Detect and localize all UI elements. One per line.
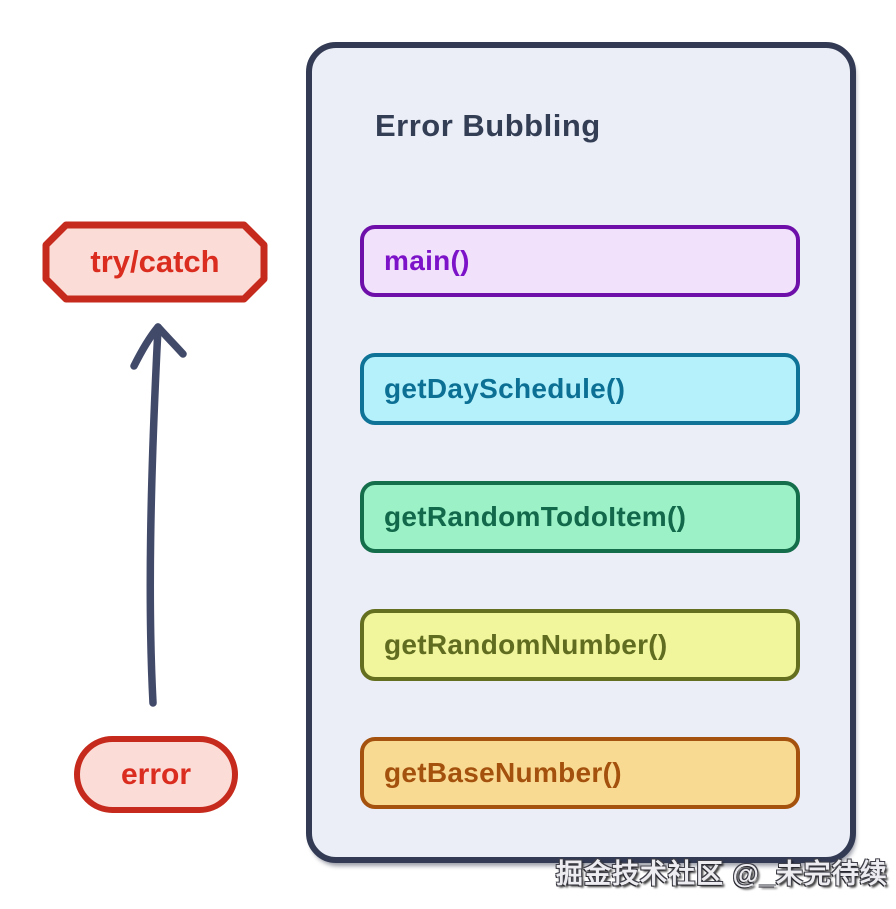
arrow-up-icon [125, 318, 192, 712]
stack-frame-label: getBaseNumber() [384, 757, 622, 788]
error-badge: error [74, 736, 238, 813]
stack-frame-get-day-schedule: getDaySchedule() [360, 353, 800, 425]
octagon-shape [42, 221, 268, 303]
arrow-stroke [130, 323, 187, 707]
stack-frame-get-random-todo-item: getRandomTodoItem() [360, 481, 800, 553]
stack-frame-label: getRandomTodoItem() [384, 501, 687, 532]
try-catch-label: try/catch [90, 244, 220, 279]
call-stack-panel: Error Bubbling main() getDaySchedule() g… [306, 42, 856, 863]
stack-frame-get-base-number: getBaseNumber() [360, 737, 800, 809]
stack-frame-get-random-number: getRandomNumber() [360, 609, 800, 681]
panel-title: Error Bubbling [375, 108, 601, 143]
try-catch-badge: try/catch [42, 221, 268, 303]
stack-frame-label: getDaySchedule() [384, 373, 626, 404]
error-label: error [120, 757, 192, 791]
stack-frame-main: main() [360, 225, 800, 297]
stack-frame-label: main() [384, 245, 470, 276]
stack-frame-label: getRandomNumber() [384, 629, 668, 660]
watermark: 掘金技术社区 @_未完待续 [556, 859, 888, 889]
